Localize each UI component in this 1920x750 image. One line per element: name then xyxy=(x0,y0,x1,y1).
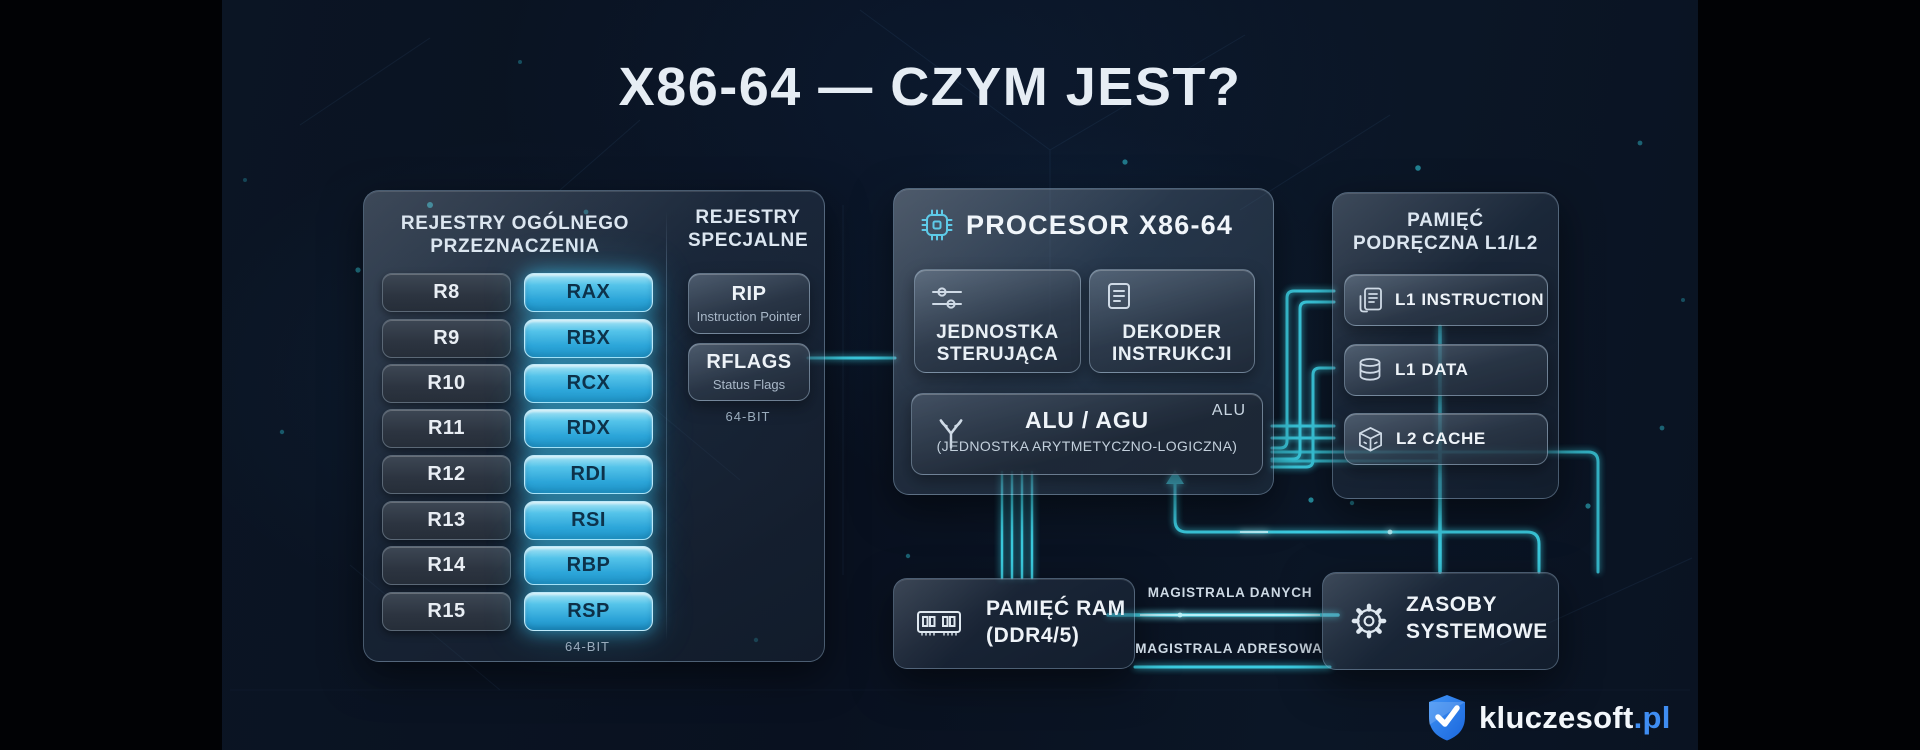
trace-alu-to-l1d xyxy=(1270,366,1336,469)
system-resources-label: ZASOBY SYSTEMOWE xyxy=(1406,591,1548,645)
rflags-description: Status Flags xyxy=(712,377,786,392)
brand-tld: .pl xyxy=(1633,700,1671,735)
gp-bitwidth-note: 64-BIT xyxy=(564,639,610,654)
l1-instruction-box: L1 INSTRUCTION xyxy=(1344,274,1548,326)
register-r10: R10 xyxy=(382,364,511,403)
l2-cache-box: L2 CACHE xyxy=(1344,413,1548,465)
control-unit-line1: JEDNOSTKA xyxy=(936,322,1059,343)
alu-box: ALU ALU / AGU (JEDNOSTKA ARYTMETYCZNO-LO… xyxy=(911,393,1263,475)
rip-register-box: RIP Instruction Pointer xyxy=(688,273,810,334)
register-rsp: RSP xyxy=(524,592,653,631)
processor-panel: PROCESOR X86-64 JEDNOSTKA STERUJĄCA xyxy=(893,188,1274,495)
ram-line1: PAMIĘĆ RAM xyxy=(986,597,1126,620)
system-resources-box: ZASOBY SYSTEMOWE xyxy=(1322,572,1559,670)
register-rax: RAX xyxy=(524,273,653,312)
register-rdi: RDI xyxy=(524,455,653,494)
panel-divider xyxy=(666,211,667,641)
registers-panel: REJESTRY OGÓLNEGO PRZEZNACZENIA R8 RAX R… xyxy=(363,190,825,662)
instruction-decoder-box: DEKODER INSTRUKCJI xyxy=(1089,269,1255,373)
decoder-line1: DEKODER xyxy=(1122,322,1222,343)
l1-data-box: L1 DATA xyxy=(1344,344,1548,396)
trace-arrow-bus xyxy=(1173,480,1541,574)
l1-data-label: L1 DATA xyxy=(1395,360,1469,379)
register-r14: R14 xyxy=(382,546,511,585)
address-bus-label: MAGISTRALA ADRESOWA xyxy=(1135,641,1323,656)
l1-instruction-label: L1 INSTRUCTION xyxy=(1395,290,1545,309)
sliders-icon xyxy=(932,287,962,309)
ram-line2: (DDR4/5) xyxy=(986,624,1080,647)
instruction-decoder-label: DEKODER INSTRUKCJI xyxy=(1090,322,1254,366)
rflags-register-box: RFLAGS Status Flags xyxy=(688,343,810,401)
control-unit-box: JEDNOSTKA STERUJĄCA xyxy=(914,269,1081,373)
trace-alu-to-l1i-2 xyxy=(1270,300,1336,461)
control-unit-label: JEDNOSTKA STERUJĄCA xyxy=(915,322,1080,366)
special-registers-header-line2: SPECJALNE xyxy=(688,230,809,251)
package-icon xyxy=(1359,426,1382,451)
merge-y-icon xyxy=(939,419,963,449)
data-bus-label: MAGISTRALA DANYCH xyxy=(1147,585,1313,600)
rip-description: Instruction Pointer xyxy=(696,309,802,324)
shield-check-icon xyxy=(1429,695,1465,741)
register-rdx: RDX xyxy=(524,409,653,448)
register-r8: R8 xyxy=(382,273,511,312)
register-rbp: RBP xyxy=(524,546,653,585)
ram-icon xyxy=(917,611,961,636)
gp-registers-header-line2: PRZEZNACZENIA xyxy=(430,236,600,257)
gp-registers-header: REJESTRY OGÓLNEGO PRZEZNACZENIA xyxy=(364,212,666,258)
cache-header: PAMIĘĆ PODRĘCZNA L1/L2 xyxy=(1333,209,1558,255)
cache-header-line1: PAMIĘĆ xyxy=(1407,210,1484,231)
decoder-line2: INSTRUKCJI xyxy=(1111,344,1232,365)
page-title: X86-64 — CZYM JEST? xyxy=(618,57,1242,117)
document-icon xyxy=(1108,283,1130,309)
cache-panel: PAMIĘĆ PODRĘCZNA L1/L2 L1 INSTRUCTION xyxy=(1332,192,1559,499)
register-r13: R13 xyxy=(382,501,511,540)
brand-name: kluczesoft.pl xyxy=(1479,700,1671,736)
rip-label: RIP xyxy=(731,283,767,305)
glow-dots xyxy=(243,60,1685,643)
l2-cache-label: L2 CACHE xyxy=(1396,429,1486,448)
register-r9: R9 xyxy=(382,319,511,358)
special-bitwidth-note: 64-BIT xyxy=(725,409,771,424)
database-icon xyxy=(1359,358,1381,381)
alu-subtitle: (JEDNOSTKA ARYTMETYCZNO-LOGICZNA) xyxy=(936,438,1238,454)
ram-box: PAMIĘĆ RAM (DDR4/5) xyxy=(893,578,1135,669)
gear-icon xyxy=(1351,603,1387,639)
register-rcx: RCX xyxy=(524,364,653,403)
alu-tag: ALU xyxy=(1211,402,1246,419)
brand-logo: kluczesoft.pl xyxy=(1427,694,1671,742)
file-lines-icon xyxy=(1359,287,1382,312)
processor-title: PROCESOR X86-64 xyxy=(966,210,1234,240)
ram-label: PAMIĘĆ RAM (DDR4/5) xyxy=(986,595,1126,649)
system-line1: ZASOBY xyxy=(1406,593,1498,616)
special-registers-header-line1: REJESTRY xyxy=(695,207,801,228)
rflags-label: RFLAGS xyxy=(706,351,792,373)
system-line2: SYSTEMOWE xyxy=(1406,620,1548,643)
register-r15: R15 xyxy=(382,592,511,631)
trace-alu-to-system xyxy=(1270,450,1600,574)
register-r12: R12 xyxy=(382,455,511,494)
alu-title: ALU / AGU xyxy=(1025,407,1149,433)
gp-registers-header-line1: REJESTRY OGÓLNEGO xyxy=(400,213,630,234)
brand-word: kluczesoft xyxy=(1479,700,1634,735)
register-rsi: RSI xyxy=(524,501,653,540)
register-rbx: RBX xyxy=(524,319,653,358)
trace-alu-to-l1i-1 xyxy=(1270,289,1336,450)
register-r11: R11 xyxy=(382,409,511,448)
special-registers-header: REJESTRY SPECJALNE xyxy=(688,206,808,252)
cache-header-line2: PODRĘCZNA L1/L2 xyxy=(1352,233,1539,254)
control-unit-line2: STERUJĄCA xyxy=(936,344,1059,365)
background-grid-lines xyxy=(230,9,1693,691)
cpu-chip-icon xyxy=(921,209,953,241)
